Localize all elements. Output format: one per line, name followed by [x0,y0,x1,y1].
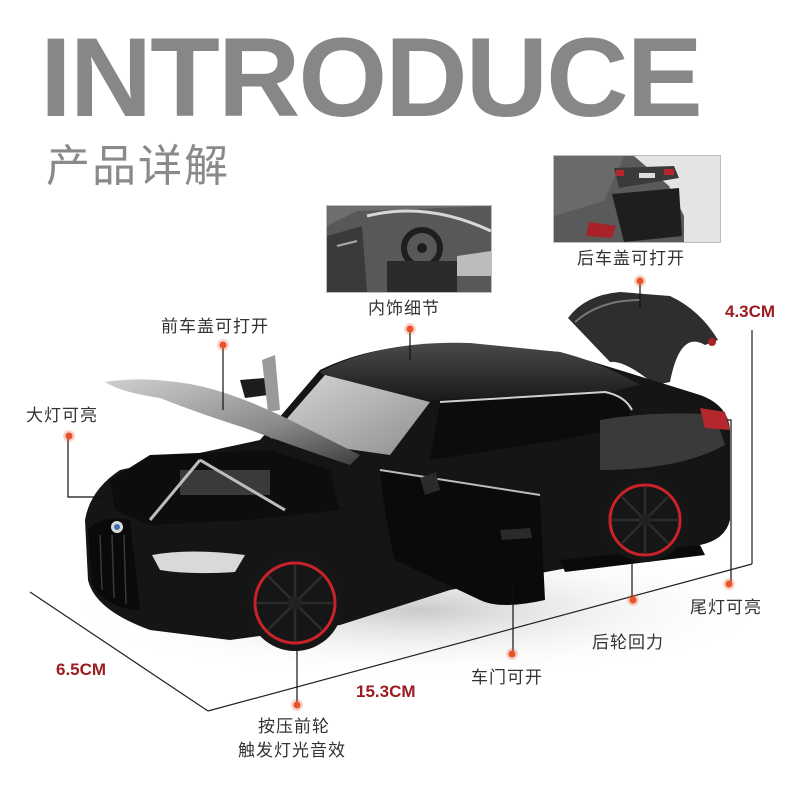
front-wheel [247,555,343,651]
car-interior-photo-icon [327,206,491,292]
dimension-height: 4.3CM [725,302,776,321]
dimension-lines [29,330,753,712]
callout-taillight: 尾灯可亮 [690,598,762,618]
callout-front-wheel-line2: 触发灯光音效 [238,741,346,761]
page-subtitle: 产品详解 [46,141,230,192]
trunk-thumbnail [553,155,721,243]
callout-hood: 前车盖可打开 [161,317,269,337]
dimension-length: 15.3CM [356,682,416,701]
interior-thumbnail [326,205,492,293]
callout-dots [65,277,733,709]
callout-lines [67,282,732,702]
rear-wheel [603,478,687,562]
callout-rear-wheel: 后轮回力 [592,633,664,653]
page-title: INTRODUCE [40,15,703,140]
callout-front-wheel-line1: 按压前轮 [258,717,330,737]
interior-caption: 内饰细节 [368,299,440,319]
callout-door: 车门可开 [471,668,543,688]
car-trunk-photo-icon [554,156,720,242]
callout-headlight: 大灯可亮 [26,406,98,426]
trunk-caption: 后车盖可打开 [577,249,685,269]
dimension-width: 6.5CM [56,660,107,679]
